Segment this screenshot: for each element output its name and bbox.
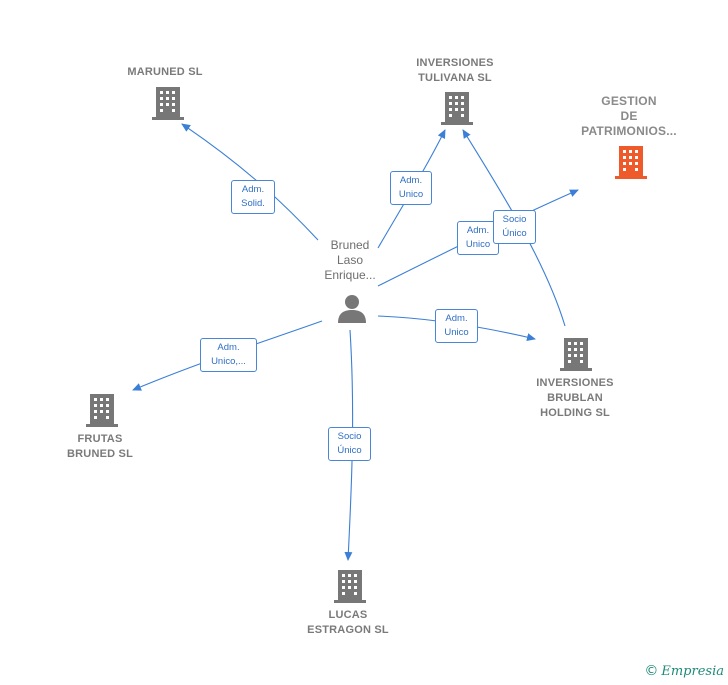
relation-label-lucas[interactable]: Socio Único	[328, 427, 371, 461]
copyright-symbol: ©	[644, 663, 659, 679]
company-label-frutas[interactable]: FRUTAS BRUNED SL	[67, 433, 133, 460]
building-icon[interactable]	[86, 392, 118, 428]
relation-label-brublan[interactable]: Adm. Unico	[435, 309, 478, 343]
brand-watermark: ©Empresia	[644, 663, 724, 679]
company-label-maruned[interactable]: MARUNED SL	[127, 66, 203, 78]
building-icon[interactable]	[560, 336, 592, 372]
company-label-brublan[interactable]: INVERSIONES BRUBLAN HOLDING SL	[536, 377, 614, 419]
person-label[interactable]: Bruned Laso Enrique...	[324, 238, 376, 282]
building-icon[interactable]	[334, 568, 366, 604]
building-icon[interactable]	[152, 85, 184, 121]
person-icon[interactable]	[337, 294, 367, 324]
brand-name: Empresia	[661, 664, 724, 679]
building-icon-highlight[interactable]	[615, 144, 647, 180]
relation-label-gestion-adm[interactable]: Adm. Unico	[457, 221, 499, 255]
building-icon[interactable]	[441, 90, 473, 126]
relation-label-frutas[interactable]: Adm. Unico,...	[200, 338, 257, 372]
company-label-gestion[interactable]: GESTION DE PATRIMONIOS...	[581, 94, 677, 138]
company-label-tulivana[interactable]: INVERSIONES TULIVANA SL	[416, 57, 494, 84]
company-label-lucas[interactable]: LUCAS ESTRAGON SL	[307, 609, 389, 636]
relation-label-maruned[interactable]: Adm. Solid.	[231, 180, 275, 214]
relation-label-gestion-socio[interactable]: Socio Único	[493, 210, 536, 244]
relation-label-tulivana[interactable]: Adm. Unico	[390, 171, 432, 205]
